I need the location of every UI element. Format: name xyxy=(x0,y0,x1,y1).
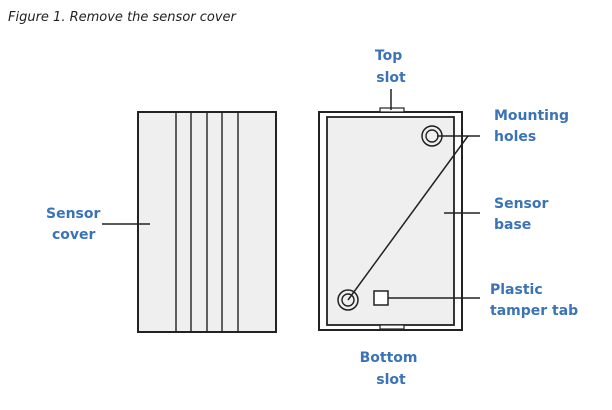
mounting-holes-label-line1: Mounting xyxy=(494,108,569,124)
top-slot-notch xyxy=(380,108,404,112)
bottom-slot-notch xyxy=(380,325,404,329)
sensor-cover-label-line2: cover xyxy=(52,227,96,243)
mounting-holes-label-line2: holes xyxy=(494,129,536,145)
tamper-tab-label: Plastic tamper tab xyxy=(490,282,578,319)
mounting-holes-label: Mounting holes xyxy=(494,108,574,145)
sensor-base-drawing xyxy=(319,108,462,330)
top-slot-label-line1: Top xyxy=(375,48,402,64)
mounting-hole-top-inner xyxy=(426,130,438,142)
sensor-base-label-line2: base xyxy=(494,217,531,233)
bottom-slot-label-line2: slot xyxy=(376,372,406,388)
tamper-tab xyxy=(374,291,388,305)
sensor-base-label-line1: Sensor xyxy=(494,196,548,212)
bottom-slot-label: Bottom slot xyxy=(360,350,423,388)
tamper-tab-label-line2: tamper tab xyxy=(490,303,578,319)
sensor-cover-label: Sensor cover xyxy=(46,206,105,243)
sensor-cover-drawing xyxy=(138,112,276,332)
top-slot-label: Top slot xyxy=(375,48,407,86)
sensor-cover-label-line1: Sensor xyxy=(46,206,100,222)
sensor-base-label: Sensor base xyxy=(494,196,553,233)
bottom-slot-label-line1: Bottom xyxy=(360,350,418,366)
top-slot-label-line2: slot xyxy=(376,70,406,86)
tamper-tab-label-line1: Plastic xyxy=(490,282,543,298)
